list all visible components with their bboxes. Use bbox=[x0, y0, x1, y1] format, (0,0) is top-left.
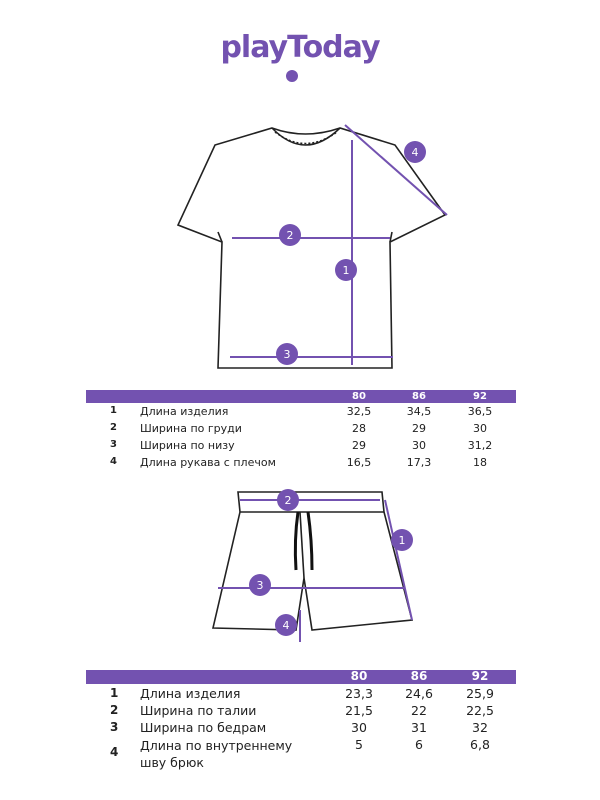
size-header: 80 bbox=[350, 669, 368, 683]
row-number: 1 bbox=[110, 405, 117, 416]
cell: 16,5 bbox=[346, 456, 372, 469]
cell: 24,6 bbox=[405, 686, 433, 701]
table-row: 1 Длина изделия 23,3 24,6 25,9 bbox=[86, 684, 516, 701]
cell: 30 bbox=[351, 720, 367, 735]
logo-dot bbox=[286, 70, 298, 82]
cell: 28 bbox=[352, 422, 366, 435]
brand-logo: playToday bbox=[220, 30, 380, 65]
cell: 22,5 bbox=[466, 703, 494, 718]
cell: 18 bbox=[473, 456, 487, 469]
cell: 6,8 bbox=[470, 737, 490, 752]
measure-markers bbox=[249, 141, 426, 636]
table-row: 2 Ширина по талии 21,5 22 22,5 bbox=[86, 701, 516, 718]
cell: 6 bbox=[415, 737, 423, 752]
table-row: 3 Ширина по бедрам 30 31 32 bbox=[86, 718, 516, 735]
size-header: 86 bbox=[410, 669, 428, 683]
size-header: 86 bbox=[412, 391, 426, 402]
cell: 30 bbox=[473, 422, 487, 435]
cell: 17,3 bbox=[406, 456, 432, 469]
table-row: 3 Ширина по низу 29 30 31,2 bbox=[86, 437, 516, 454]
cell: 36,5 bbox=[467, 405, 493, 418]
cell: 32 bbox=[472, 720, 488, 735]
marker-3: 3 bbox=[257, 579, 264, 592]
cell: 32,5 bbox=[346, 405, 372, 418]
cell: 29 bbox=[352, 439, 366, 452]
marker-4: 4 bbox=[412, 146, 419, 159]
size-header: 92 bbox=[473, 391, 487, 402]
marker-1: 1 bbox=[399, 534, 406, 547]
cell: 31,2 bbox=[467, 439, 493, 452]
row-number: 1 bbox=[110, 686, 119, 700]
marker-2: 2 bbox=[285, 494, 292, 507]
row-label: Ширина по бедрам bbox=[140, 720, 267, 735]
cell: 31 bbox=[411, 720, 427, 735]
row-label: Длина рукава с плечом bbox=[140, 456, 276, 469]
row-label: Ширина по низу bbox=[140, 439, 235, 452]
marker-1: 1 bbox=[343, 264, 350, 277]
row-label: Ширина по груди bbox=[140, 422, 242, 435]
row-label: Длина по внутреннему шву брюк bbox=[140, 738, 293, 770]
cell: 30 bbox=[412, 439, 426, 452]
cell: 25,9 bbox=[466, 686, 494, 701]
table-header: 80 86 92 bbox=[86, 390, 516, 403]
cell: 29 bbox=[412, 422, 426, 435]
row-number: 2 bbox=[110, 703, 119, 717]
cell: 5 bbox=[355, 737, 363, 752]
row-number: 3 bbox=[110, 720, 119, 734]
table-row: 1 Длина изделия 32,5 34,5 36,5 bbox=[86, 403, 516, 420]
table-header: 80 86 92 bbox=[86, 670, 516, 684]
table-row: 4 Длина по внутреннему шву брюк 5 6 6,8 bbox=[86, 735, 516, 770]
marker-2: 2 bbox=[287, 229, 294, 242]
cell: 34,5 bbox=[406, 405, 432, 418]
row-number: 2 bbox=[110, 422, 117, 433]
size-header: 92 bbox=[471, 669, 489, 683]
tshirt-outline bbox=[176, 127, 447, 369]
cell: 21,5 bbox=[345, 703, 373, 718]
row-number: 4 bbox=[110, 745, 119, 759]
size-header: 80 bbox=[352, 391, 366, 402]
shorts-outline bbox=[211, 491, 414, 631]
cell: 22 bbox=[411, 703, 427, 718]
table-row: 2 Ширина по груди 28 29 30 bbox=[86, 420, 516, 437]
table-row: 4 Длина рукава с плечом 16,5 17,3 18 bbox=[86, 454, 516, 471]
row-label: Ширина по талии bbox=[140, 703, 257, 718]
row-label: Длина изделия bbox=[140, 686, 241, 701]
marker-4: 4 bbox=[283, 619, 290, 632]
row-label: Длина изделия bbox=[140, 405, 229, 418]
marker-3: 3 bbox=[284, 348, 291, 361]
row-number: 4 bbox=[110, 456, 117, 467]
cell: 23,3 bbox=[345, 686, 373, 701]
row-number: 3 bbox=[110, 439, 117, 450]
measure-lines bbox=[218, 124, 448, 642]
